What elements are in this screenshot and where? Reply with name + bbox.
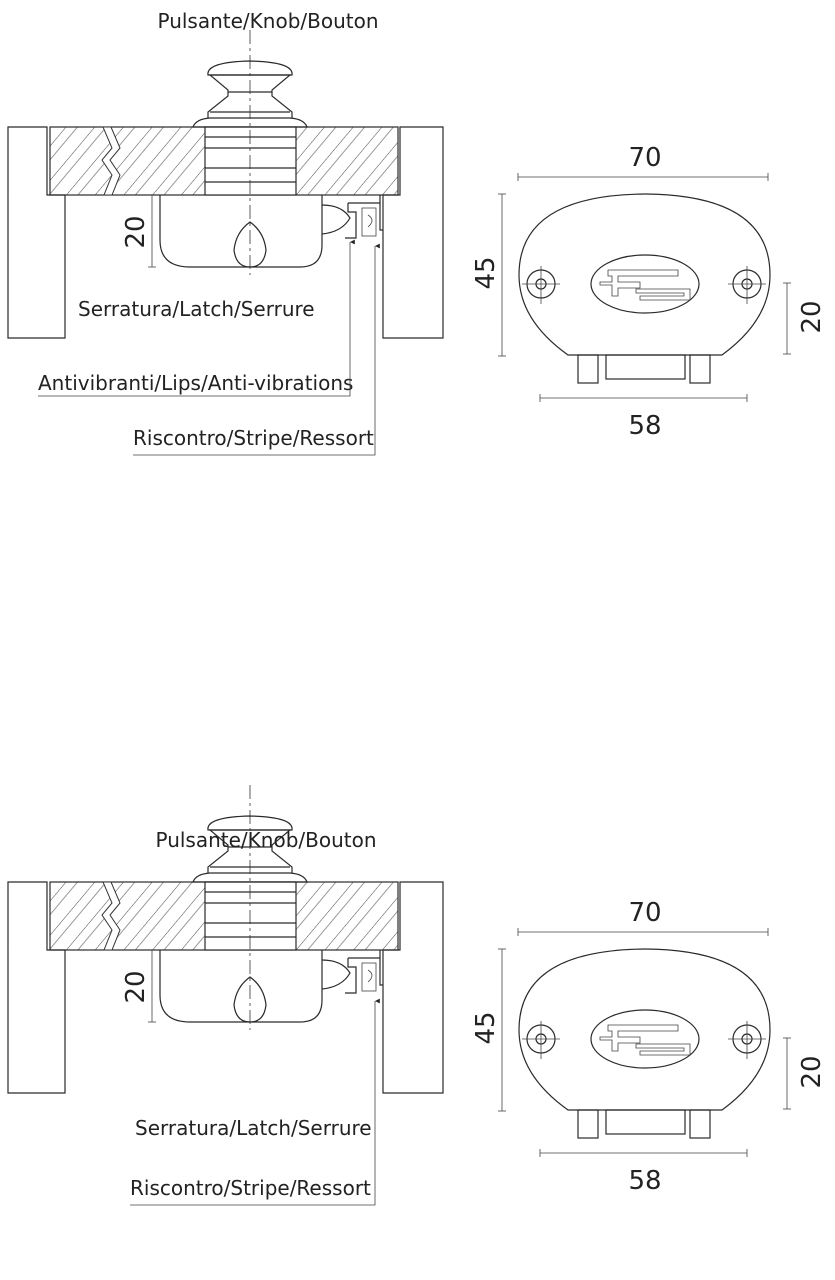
plate-height-dimension: 45 <box>471 256 501 289</box>
stripe-leader-arrow <box>130 998 380 1206</box>
plate-width-dimension: 70 <box>628 898 661 928</box>
hole-offset-dimension: 20 <box>797 300 827 333</box>
diagram-1: Pulsante/Knob/Bouton Serratura/Latch/Ser… <box>8 9 827 456</box>
knob-label: Pulsante/Knob/Bouton <box>157 9 378 33</box>
latch-depth-dimension: 20 <box>121 970 151 1003</box>
stripe-label: Riscontro/Stripe/Ressort <box>133 426 374 450</box>
lips-leader-arrow <box>38 239 355 397</box>
stripe-label: Riscontro/Stripe/Ressort <box>130 1176 371 1200</box>
stripe-leader-arrow <box>133 243 380 456</box>
diagram-2: Pulsante/Knob/Bouton Serratura/Latch/Ser… <box>8 785 827 1206</box>
hole-offset-dimension: 20 <box>797 1055 827 1088</box>
plate-width-dimension: 70 <box>628 143 661 173</box>
base-width-dimension: 58 <box>628 411 661 441</box>
plate-height-dimension: 45 <box>471 1011 501 1044</box>
latch-label: Serratura/Latch/Serrure <box>78 297 315 321</box>
latch-depth-dimension: 20 <box>121 215 151 248</box>
latch-label: Serratura/Latch/Serrure <box>135 1116 372 1140</box>
lips-label: Antivibranti/Lips/Anti-vibrations <box>38 371 353 395</box>
base-width-dimension: 58 <box>628 1166 661 1196</box>
knob-label: Pulsante/Knob/Bouton <box>155 828 376 852</box>
